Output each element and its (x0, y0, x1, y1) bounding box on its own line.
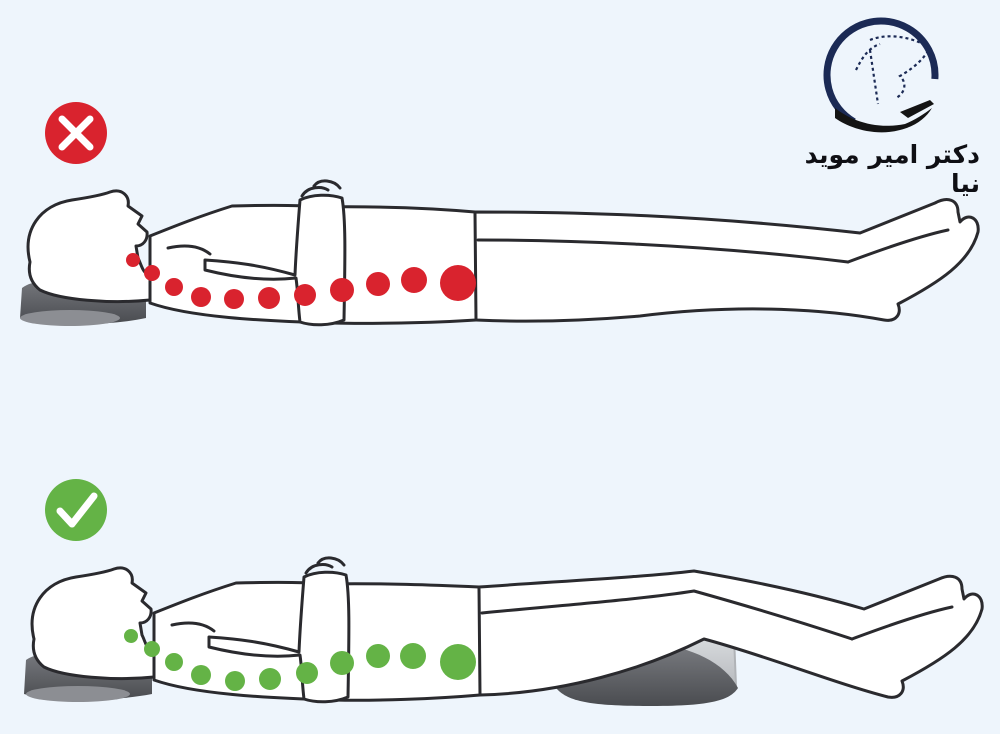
spine-dot (366, 644, 390, 668)
spine-dot (225, 671, 245, 691)
spine-dot (144, 265, 160, 281)
check-icon (45, 479, 107, 541)
spine-dot (165, 278, 183, 296)
spine-dot (330, 651, 354, 675)
spine-dot (126, 253, 140, 267)
spine-dots (126, 253, 476, 309)
spine-dot (258, 287, 280, 309)
body-outline (26, 179, 980, 327)
spine-dot (401, 267, 427, 293)
spine-dot (224, 289, 244, 309)
spine-dot (124, 629, 138, 643)
cross-icon (45, 102, 107, 164)
spine-dot (330, 278, 354, 302)
spine-dot (296, 662, 318, 684)
logo-name-text: دکتر امیر موید نیا (804, 140, 980, 198)
spine-dot (259, 668, 281, 690)
spine-dot (165, 653, 183, 671)
panel-incorrect (20, 102, 980, 327)
spine-dot (400, 643, 426, 669)
spine-dot (191, 665, 211, 685)
logo (823, 17, 939, 133)
spine-dot (440, 265, 476, 301)
spine-dot (144, 641, 160, 657)
logo-hand-icon (835, 100, 934, 133)
body-outline-correct (30, 556, 984, 704)
spine-dots (124, 629, 476, 691)
logo-spine-figure (855, 35, 932, 105)
spine-dot (366, 272, 390, 296)
panel-correct (24, 479, 984, 706)
spine-dot (294, 284, 316, 306)
spine-dot (440, 644, 476, 680)
spine-dot (191, 287, 211, 307)
